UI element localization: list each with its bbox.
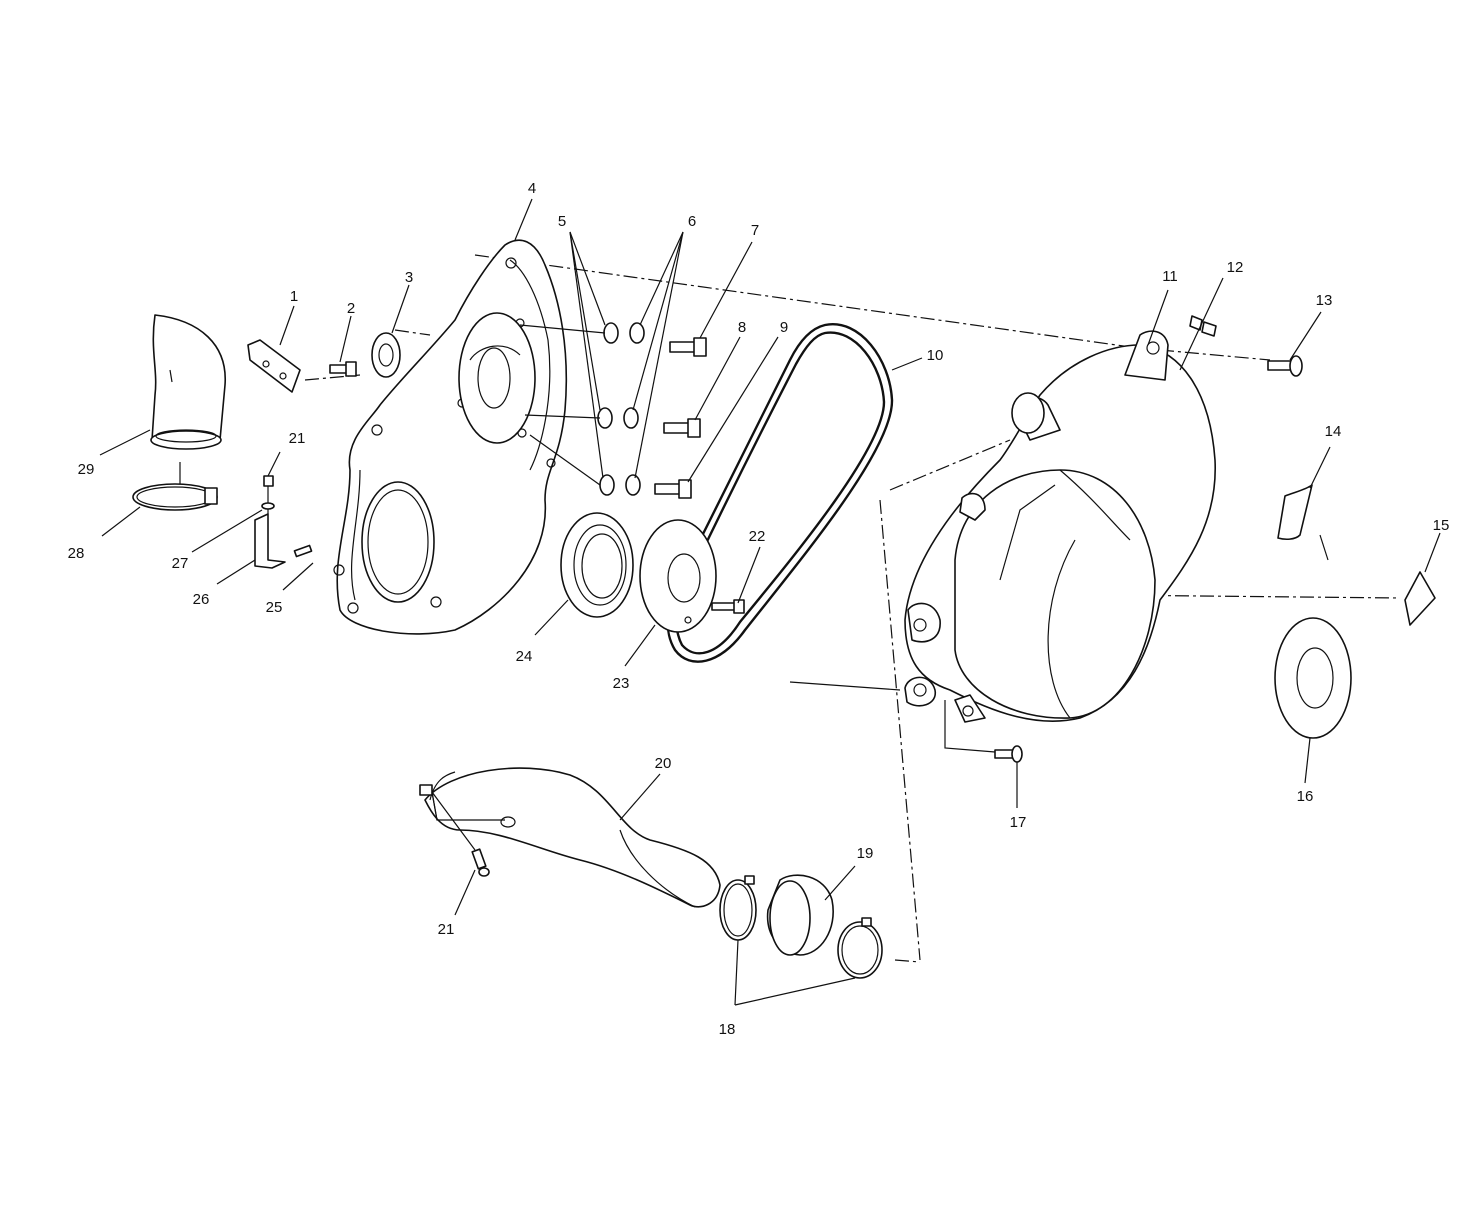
callout-6: 6	[688, 213, 696, 230]
part-22-screw	[711, 599, 745, 614]
callout-5: 5	[558, 213, 566, 230]
callout-14: 14	[1325, 423, 1342, 440]
callout-21-lower: 21	[438, 921, 455, 938]
callout-1: 1	[290, 288, 298, 305]
part-10-belt	[666, 323, 894, 663]
callout-28: 28	[68, 545, 85, 562]
callout-11: 11	[1162, 268, 1178, 285]
callout-7: 7	[751, 222, 759, 239]
callout-8: 8	[738, 319, 746, 336]
washers-and-bolts	[519, 322, 707, 499]
callout-27: 27	[172, 555, 189, 572]
part-11-clutch-cover	[904, 330, 1216, 723]
callout-19: 19	[857, 845, 874, 862]
callout-18: 18	[719, 1021, 736, 1038]
callout-12: 12	[1227, 259, 1244, 276]
callout-2: 2	[347, 300, 355, 317]
part-1-bracket	[247, 339, 301, 393]
callout-21-upper: 21	[289, 430, 306, 447]
part-13-screw	[1267, 355, 1303, 377]
part-25-screw	[293, 544, 313, 558]
part-23-bearing-plate	[639, 519, 717, 633]
part-28-clamp	[132, 483, 218, 511]
part-4-backing-plate	[333, 239, 568, 635]
callout-16: 16	[1297, 788, 1314, 805]
part-29-duct-elbow	[150, 314, 226, 450]
callout-4: 4	[528, 180, 536, 197]
part-21-screw-lower	[471, 848, 490, 877]
callout-10: 10	[927, 347, 944, 364]
part-16-round-decal	[1274, 617, 1352, 739]
part-3-seal	[371, 332, 401, 378]
part-24-seal	[560, 512, 634, 618]
callout-labels: 1 2 3 4 5 6 7 8 9 10 11 12 13 14 15 16 1…	[68, 180, 1450, 1038]
part-15-label	[1404, 571, 1436, 626]
callout-15: 15	[1433, 517, 1450, 534]
part-19-coupler	[766, 874, 834, 956]
part-14-decal	[1277, 484, 1329, 561]
part-26-stand	[254, 475, 286, 569]
callout-26: 26	[193, 591, 210, 608]
callout-23: 23	[613, 675, 630, 692]
callout-3: 3	[405, 269, 413, 286]
callout-20: 20	[655, 755, 672, 772]
leader-lines	[99, 198, 1441, 1006]
callout-25: 25	[266, 599, 283, 616]
part-18-clamps	[719, 875, 883, 979]
part-2-bolt	[329, 361, 357, 377]
callout-13: 13	[1316, 292, 1333, 309]
callout-17: 17	[1010, 814, 1027, 831]
callout-9: 9	[780, 319, 788, 336]
part-20-duct	[419, 767, 721, 908]
callout-22: 22	[749, 528, 766, 545]
part-12-decal	[1189, 315, 1217, 337]
callout-24: 24	[516, 648, 533, 665]
callout-29: 29	[78, 461, 95, 478]
